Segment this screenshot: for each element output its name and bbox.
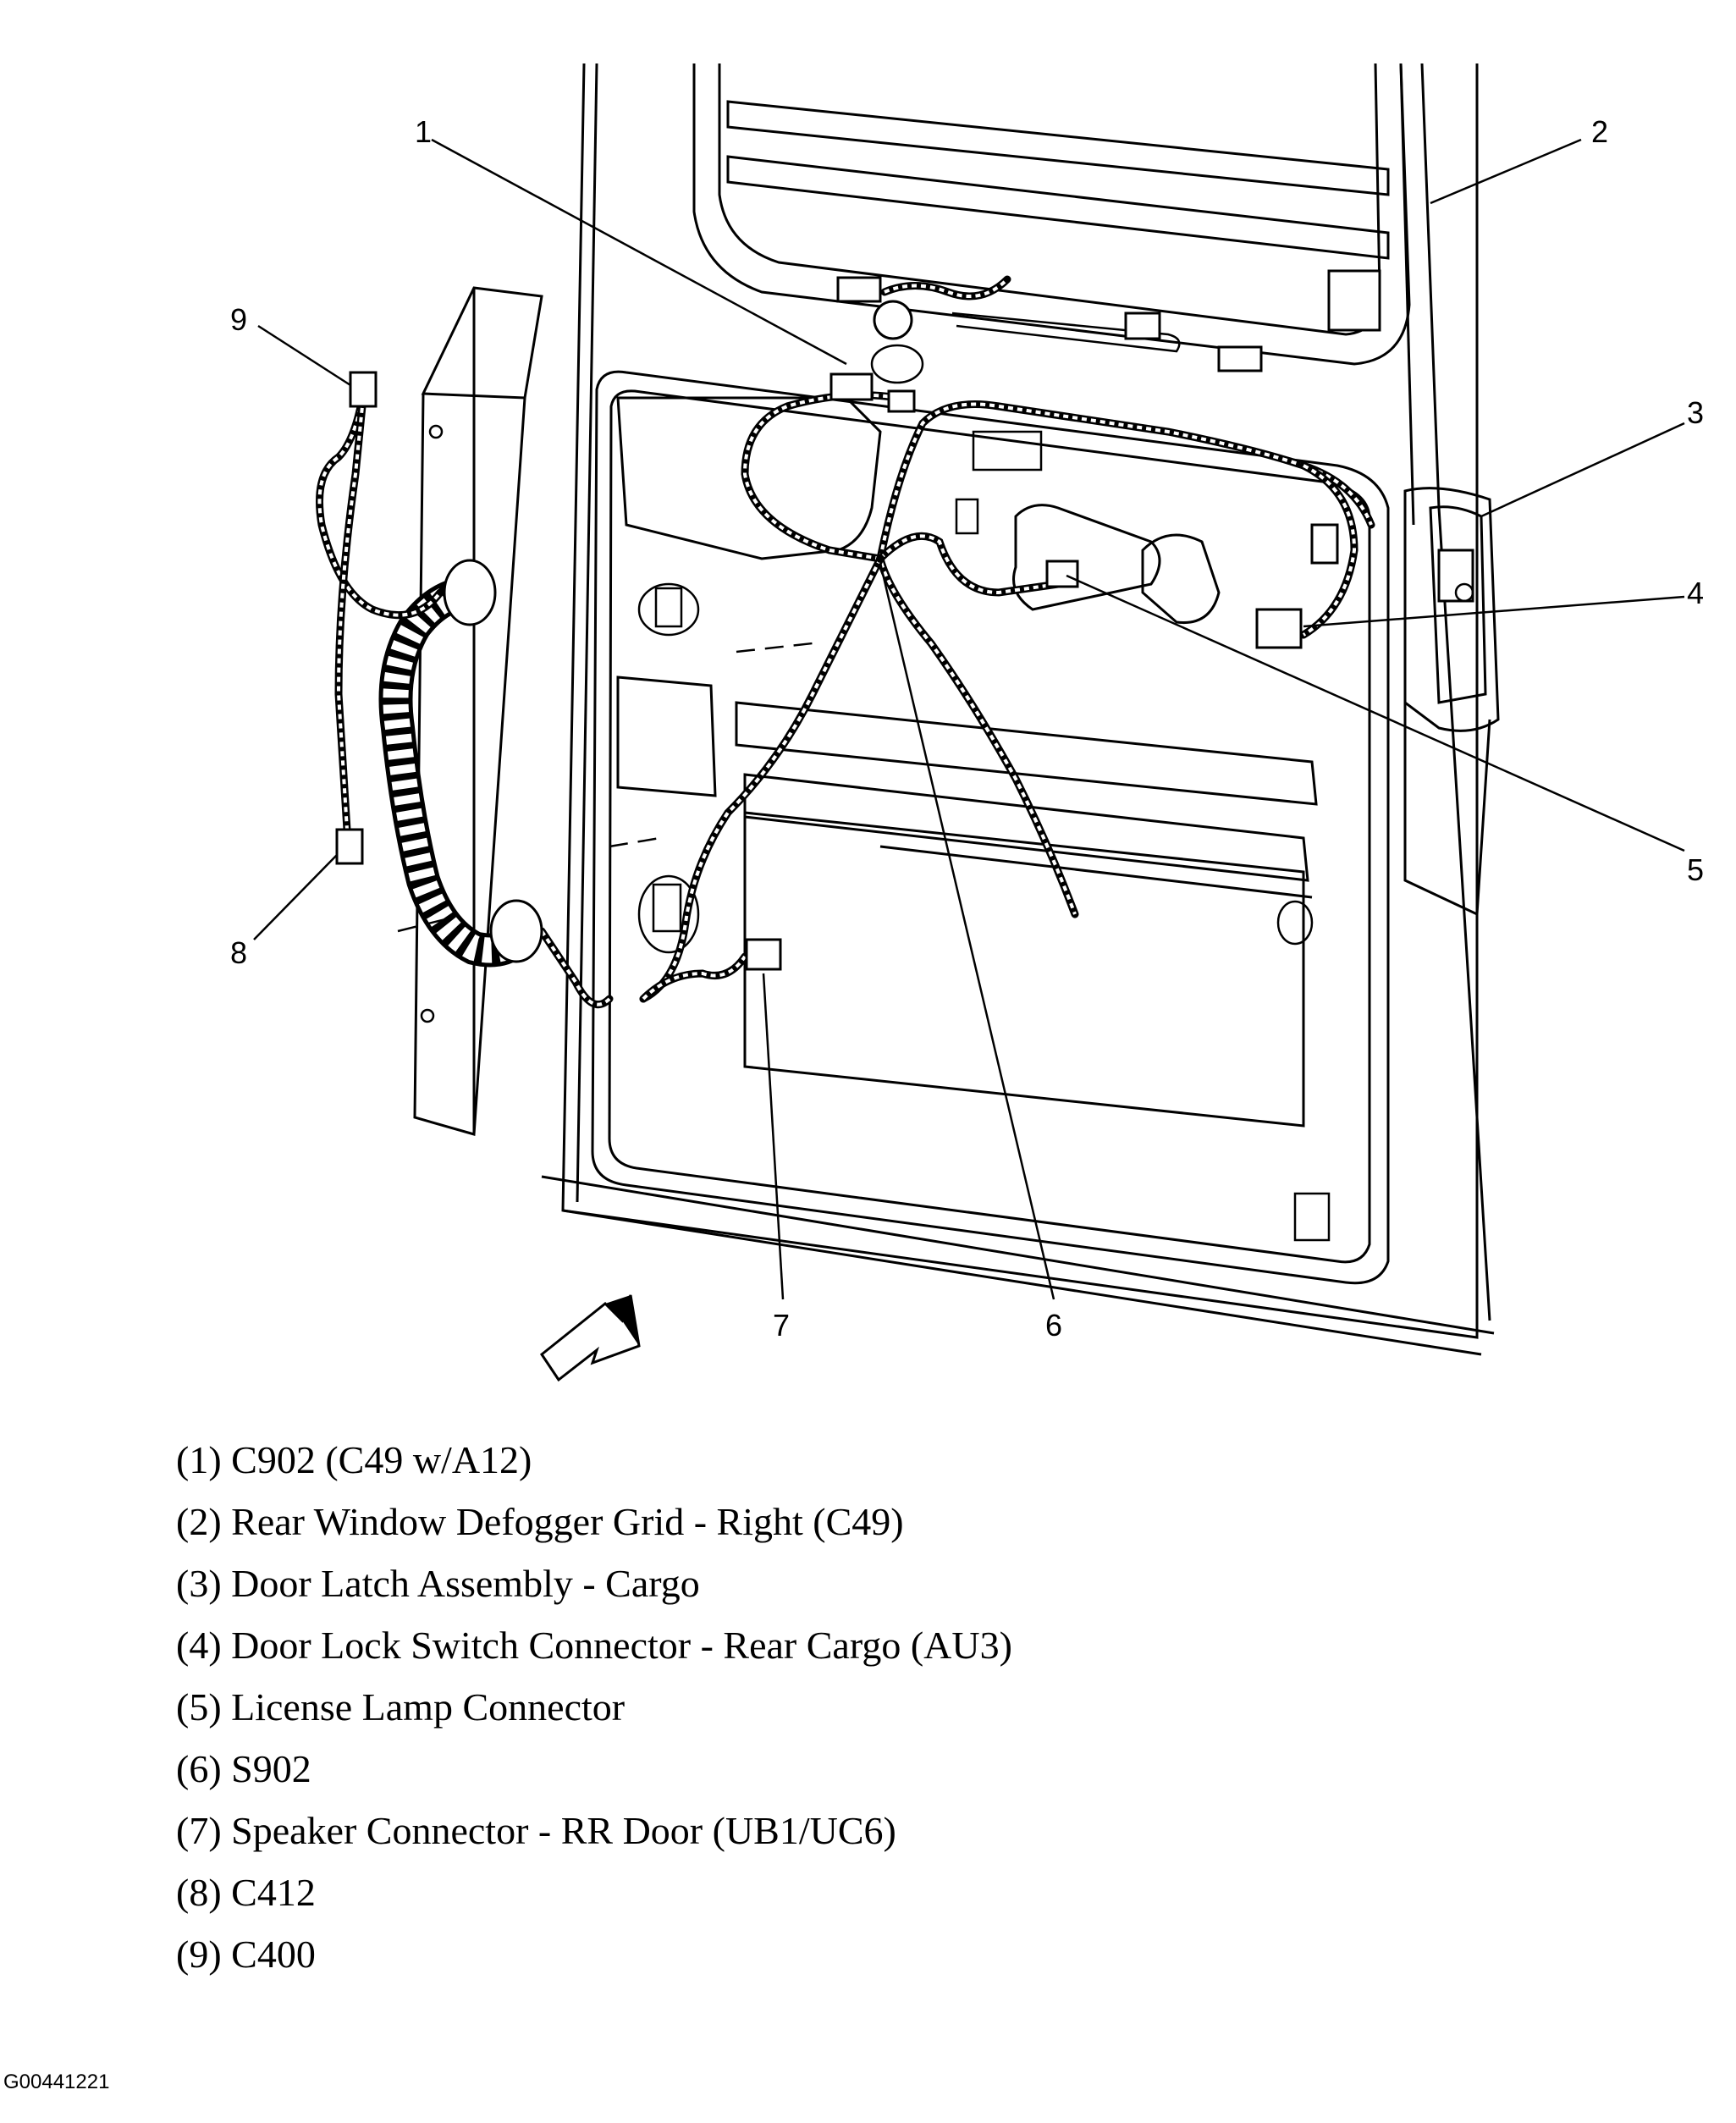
- legend-item: (5) License Lamp Connector: [176, 1685, 626, 1729]
- legend-item: (4) Door Lock Switch Connector - Rear Ca…: [176, 1624, 1012, 1667]
- callout-5: 5: [1687, 852, 1704, 887]
- callout-2: 2: [1591, 114, 1608, 149]
- door-latch-assembly: [1403, 487, 1500, 917]
- figure-id: G00441221: [3, 2071, 110, 2093]
- leader-lines: [253, 138, 1685, 1300]
- callout-4: 4: [1687, 576, 1704, 610]
- rear-cargo-door-wiring-diagram: 1 2 3 4 5 6 7 8 9: [230, 63, 1704, 1382]
- legend-item: (1) C902 (C49 w/A12): [176, 1438, 532, 1481]
- splice-s902: [876, 554, 885, 563]
- legend-item: (8) C412: [176, 1871, 316, 1914]
- rear-window: [692, 63, 1411, 372]
- callout-labels: 1 2 3 4 5 6 7 8 9: [230, 114, 1704, 1343]
- callout-7: 7: [773, 1308, 790, 1343]
- harness-grommet: [316, 371, 543, 968]
- connector-c412: [335, 828, 364, 865]
- routing-dashes: [397, 642, 813, 933]
- callout-6: 6: [1045, 1308, 1062, 1343]
- legend-item: (7) Speaker Connector - RR Door (UB1/UC6…: [176, 1809, 896, 1852]
- callout-8: 8: [230, 935, 247, 970]
- direction-arrow: [539, 1294, 641, 1382]
- connector-c400: [349, 371, 378, 408]
- inner-door-panel: [591, 370, 1390, 1285]
- defogger-wire: [870, 275, 1181, 384]
- legend-item: (6) S902: [176, 1747, 311, 1790]
- legend-item: (9) C400: [176, 1933, 316, 1976]
- hinge-pillar: [413, 286, 543, 1136]
- legend-item: (2) Rear Window Defogger Grid - Right (C…: [176, 1500, 904, 1543]
- callout-1: 1: [415, 114, 432, 149]
- callout-3: 3: [1687, 395, 1704, 430]
- door-frame: [541, 63, 1495, 1356]
- callout-9: 9: [230, 302, 247, 337]
- legend-item: (3) Door Latch Assembly - Cargo: [176, 1562, 700, 1605]
- wiring-harness: [537, 372, 1375, 1009]
- component-legend: (1) C902 (C49 w/A12) (2) Rear Window Def…: [176, 1429, 1012, 1985]
